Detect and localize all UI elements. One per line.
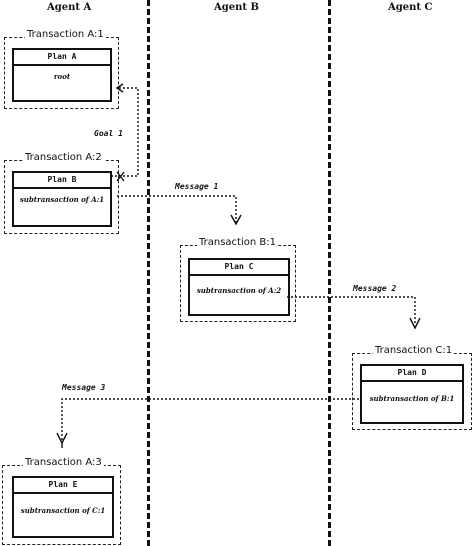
message-2-label: Message 2 <box>352 284 397 293</box>
message-1-arrowhead <box>230 214 242 226</box>
transaction-b1: Transaction B:1 Plan C subtransaction of… <box>180 237 296 322</box>
message-1-label: Message 1 <box>174 182 218 191</box>
message-3-label: Message 3 <box>61 383 106 392</box>
transaction-title: Transaction A:3 <box>23 457 104 468</box>
lane-divider-a-b <box>147 0 150 546</box>
subtransaction-label: subtransaction of A:2 <box>196 286 282 295</box>
plan-label: Plan D <box>362 366 462 382</box>
agent-a-label: Agent A <box>47 2 92 13</box>
message-1-arrow <box>117 195 237 222</box>
transaction-title: Transaction B:1 <box>197 237 278 248</box>
transaction-a3: Transaction A:3 Plan E subtransaction of… <box>2 457 121 545</box>
plan-label: Plan E <box>14 478 112 494</box>
cross-marker-icon <box>116 171 125 182</box>
plan-box: Plan B subtransaction of A:1 <box>12 171 112 227</box>
transaction-title: Transaction C:1 <box>373 345 455 356</box>
message-2-arrowhead <box>409 317 421 330</box>
transaction-title: Transaction A:1 <box>25 29 106 40</box>
message-2-arrow <box>287 296 416 325</box>
plan-box: Plan E subtransaction of C:1 <box>12 476 114 538</box>
plan-box: Plan D subtransaction of B:1 <box>360 364 464 424</box>
plan-label: Plan A <box>14 50 110 66</box>
goal-label: Goal 1 <box>94 129 123 138</box>
plan-box: Plan C subtransaction of A:2 <box>188 258 290 316</box>
transaction-c1: Transaction C:1 Plan D subtransaction of… <box>352 345 472 430</box>
transaction-title: Transaction A:2 <box>23 152 104 163</box>
goal-arrowhead <box>115 83 124 93</box>
lane-divider-b-c <box>328 0 331 546</box>
plan-box: Plan A root <box>12 48 112 102</box>
plan-label: Plan B <box>14 173 110 189</box>
goal-arrow <box>111 87 139 177</box>
agent-b-label: Agent B <box>214 2 259 13</box>
subtransaction-label: root <box>53 72 71 81</box>
subtransaction-label: subtransaction of C:1 <box>20 506 106 515</box>
transaction-a1: Transaction A:1 Plan A root <box>4 29 119 109</box>
subtransaction-label: subtransaction of B:1 <box>369 394 455 403</box>
agent-c-label: Agent C <box>388 2 433 13</box>
plan-label: Plan C <box>190 260 288 276</box>
transaction-a2: Transaction A:2 Plan B subtransaction of… <box>4 152 119 234</box>
message-3-arrow <box>61 398 359 440</box>
subtransaction-label: subtransaction of A:1 <box>19 195 105 204</box>
